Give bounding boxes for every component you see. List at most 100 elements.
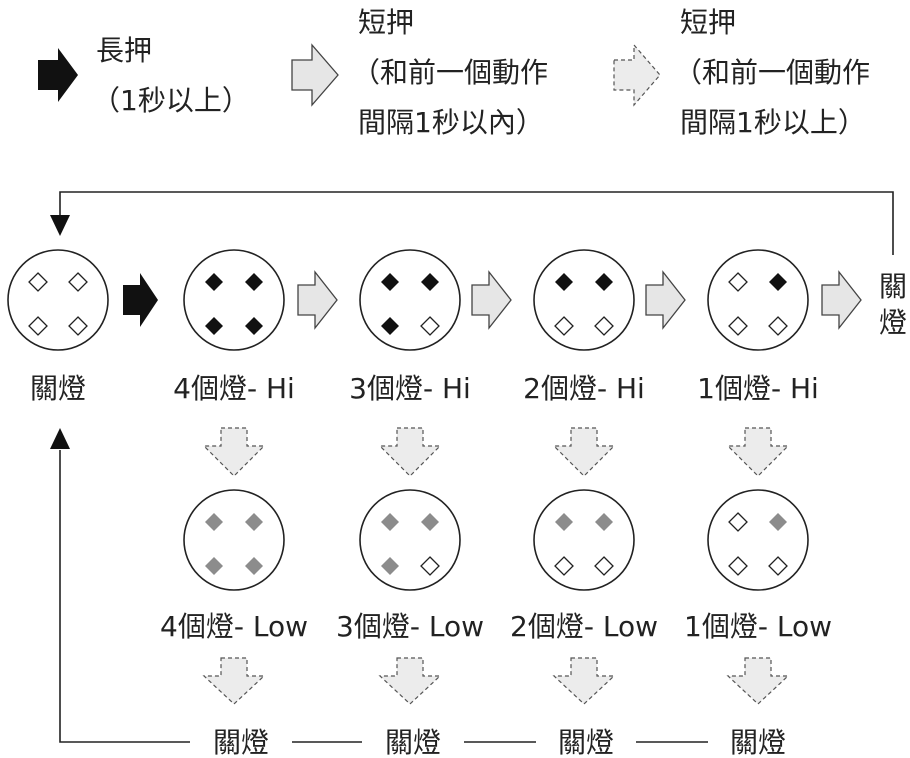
state-low-4 — [183, 489, 285, 591]
dashed-down-arrow-icon — [552, 657, 616, 705]
led-low-diamond-icon — [381, 557, 399, 575]
led-low-diamond-icon — [381, 513, 399, 531]
led-hi-diamond-icon — [205, 273, 223, 291]
light-head-circle — [359, 489, 461, 591]
bottom-off-label: 關燈 — [730, 726, 786, 758]
led-off-diamond-icon — [594, 556, 614, 576]
end-off-label-line2: 燈 — [879, 306, 907, 339]
led-hi-diamond-icon — [245, 317, 263, 335]
led-off-diamond-icon — [68, 272, 88, 292]
led-low-diamond-icon — [595, 513, 613, 531]
short-arrow-icon — [471, 270, 512, 330]
dashed-down-arrow-icon — [202, 427, 266, 477]
light-head-circle — [533, 489, 635, 591]
short-press-quick-arrow-icon — [291, 43, 339, 107]
led-hi-diamond-icon — [381, 317, 399, 335]
led-hi-diamond-icon — [555, 273, 573, 291]
led-low-diamond-icon — [205, 513, 223, 531]
led-low-diamond-icon — [245, 557, 263, 575]
led-off-diamond-icon — [768, 556, 788, 576]
legend: 長押 （1秒以上） 短押 （和前一個動作 間隔1秒以內） 短押 （和前一個動作 … — [38, 6, 870, 139]
top-loop-arrowhead-icon — [50, 215, 70, 236]
led-low-diamond-icon — [245, 513, 263, 531]
led-off-diamond-icon — [28, 316, 48, 336]
state-low-2 — [533, 489, 635, 591]
legend-short-quick-line3: 間隔1秒以內） — [358, 106, 544, 139]
led-hi-diamond-icon — [205, 317, 223, 335]
led-hi-diamond-icon — [595, 273, 613, 291]
state-low-3 — [359, 489, 461, 591]
long-press-arrow-icon — [38, 48, 78, 102]
legend-short-slow-title: 短押 — [680, 6, 736, 39]
short-arrow-icon — [645, 270, 686, 330]
dashed-down-arrow-icon — [378, 427, 442, 477]
legend-short-quick-title: 短押 — [358, 6, 414, 39]
state-low-2-label: 2個燈- Low — [510, 610, 658, 643]
short-arrow-icon — [821, 270, 862, 330]
dashed-down-arrow-icon — [378, 657, 442, 705]
light-head-circle — [707, 489, 809, 591]
led-low-diamond-icon — [205, 557, 223, 575]
light-head-circle — [359, 249, 461, 351]
bottom-off-label: 關燈 — [213, 726, 269, 758]
state-hi-4-label: 4個燈- Hi — [173, 372, 295, 405]
led-hi-diamond-icon — [421, 273, 439, 291]
dashed-down-arrow-icon — [202, 657, 266, 705]
led-off-diamond-icon — [68, 316, 88, 336]
state-off — [7, 249, 109, 351]
state-hi-4 — [183, 249, 285, 351]
legend-short-slow-line3: 間隔1秒以上） — [680, 106, 866, 139]
state-low-1-label: 1個燈- Low — [684, 610, 832, 643]
led-off-diamond-icon — [768, 316, 788, 336]
legend-short-slow-line2: （和前一個動作 — [674, 56, 870, 89]
light-head-circle — [183, 489, 285, 591]
state-hi-1-label: 1個燈- Hi — [697, 372, 819, 405]
led-hi-diamond-icon — [769, 273, 787, 291]
legend-long-press-line2: （1秒以上） — [92, 84, 250, 117]
led-off-diamond-icon — [728, 272, 748, 292]
state-off-label: 關燈 — [30, 372, 86, 405]
led-hi-diamond-icon — [381, 273, 399, 291]
led-low-diamond-icon — [555, 513, 573, 531]
led-off-diamond-icon — [554, 556, 574, 576]
led-off-diamond-icon — [728, 556, 748, 576]
dashed-down-arrow-icon — [726, 657, 790, 705]
short-arrow-icon — [297, 270, 338, 330]
state-hi-2-label: 2個燈- Hi — [523, 372, 645, 405]
bottom-off-label: 關燈 — [385, 726, 441, 758]
legend-long-press-title: 長押 — [96, 34, 152, 67]
legend-short-quick-line2: （和前一個動作 — [352, 56, 548, 89]
short-press-slow-arrow-icon — [613, 43, 661, 107]
bottom-loop-arrowhead-icon — [50, 428, 70, 449]
bottom-loop-line — [59, 450, 190, 743]
led-off-diamond-icon — [28, 272, 48, 292]
state-low-4-label: 4個燈- Low — [160, 610, 308, 643]
state-hi-3 — [359, 249, 461, 351]
dashed-down-arrow-icon — [726, 427, 790, 477]
top-loop-line — [59, 191, 894, 255]
state-low-3-label: 3個燈- Low — [336, 610, 484, 643]
state-hi-1 — [707, 249, 809, 351]
state-hi-3-label: 3個燈- Hi — [349, 372, 471, 405]
led-off-diamond-icon — [594, 316, 614, 336]
dashed-down-arrow-icon — [552, 427, 616, 477]
long-press-arrow-icon — [123, 273, 158, 327]
light-head-circle — [7, 249, 109, 351]
led-off-diamond-icon — [554, 316, 574, 336]
led-low-diamond-icon — [421, 513, 439, 531]
state-hi-2 — [533, 249, 635, 351]
led-off-diamond-icon — [420, 556, 440, 576]
bottom-off-label: 關燈 — [558, 726, 614, 758]
led-low-diamond-icon — [769, 513, 787, 531]
loop-lines — [59, 191, 894, 743]
end-off-label-line1: 關 — [879, 270, 907, 303]
led-hi-diamond-icon — [245, 273, 263, 291]
light-head-circle — [183, 249, 285, 351]
led-off-diamond-icon — [728, 512, 748, 532]
led-off-diamond-icon — [728, 316, 748, 336]
light-head-circle — [707, 249, 809, 351]
state-low-1 — [707, 489, 809, 591]
led-off-diamond-icon — [420, 316, 440, 336]
light-head-circle — [533, 249, 635, 351]
